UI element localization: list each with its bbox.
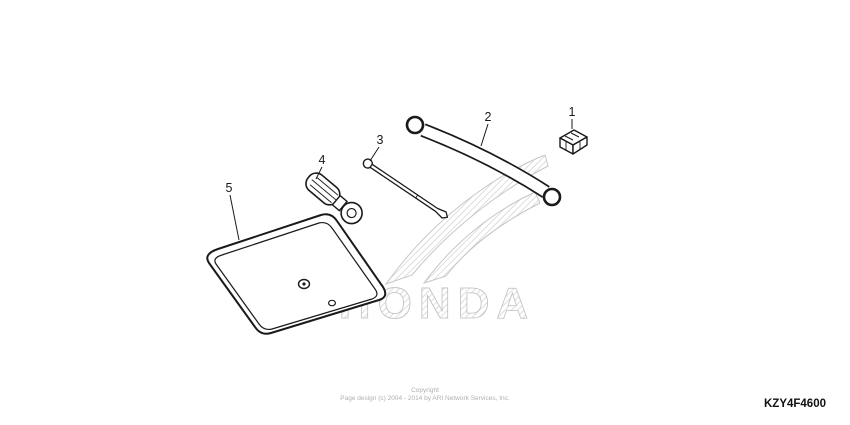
- tool-bag-drawing: [206, 213, 387, 335]
- tool-bag-outer: [206, 213, 387, 335]
- band-strap-drawing: [405, 115, 562, 207]
- screwdriver-drawing: [305, 172, 363, 225]
- part-label-5[interactable]: 5: [226, 181, 233, 195]
- part-label-4[interactable]: 4: [319, 153, 326, 167]
- band-ring-top: [405, 115, 425, 135]
- footer-design-credit-line: Page design (c) 2004 - 2014 by ARI Netwo…: [340, 395, 510, 402]
- bar-tool-drawing: [362, 158, 449, 219]
- leader-lines: [229, 119, 573, 241]
- clip-slot: [564, 135, 574, 141]
- clip-drawing: [559, 129, 588, 155]
- clip-slot: [570, 132, 580, 138]
- bar-tool-detail: [415, 194, 419, 199]
- diagram-code: KZY4F4600: [764, 398, 826, 410]
- leader-line-4: [315, 166, 323, 180]
- band-fill: [421, 125, 549, 197]
- screwdriver-bit-socket: [346, 207, 357, 219]
- tool-bag-snap-center: [302, 282, 306, 286]
- leader-line-5: [229, 194, 240, 241]
- tool-bag-snap-small: [328, 299, 337, 307]
- screwdriver-grip-line: [309, 184, 332, 204]
- watermark-wing-lower: [422, 191, 541, 284]
- leader-line-2: [480, 123, 489, 147]
- watermark-wing-upper: [384, 154, 549, 286]
- footer: Copyright Page design (c) 2004 - 2014 by…: [340, 387, 826, 410]
- part-label-1[interactable]: 1: [569, 105, 576, 119]
- band-ring-bottom: [542, 187, 562, 207]
- part-label-2[interactable]: 2: [485, 110, 492, 124]
- screwdriver-grip-line: [311, 179, 337, 201]
- tool-bag-inner: [214, 221, 378, 331]
- bar-tool-shaft: [369, 163, 449, 219]
- screwdriver-grip-line: [316, 176, 339, 196]
- part-label-3[interactable]: 3: [377, 133, 384, 147]
- part-labels: 1 2 3 4 5: [226, 105, 576, 195]
- footer-copyright-line: Copyright: [411, 387, 439, 394]
- leader-line-3: [369, 146, 380, 162]
